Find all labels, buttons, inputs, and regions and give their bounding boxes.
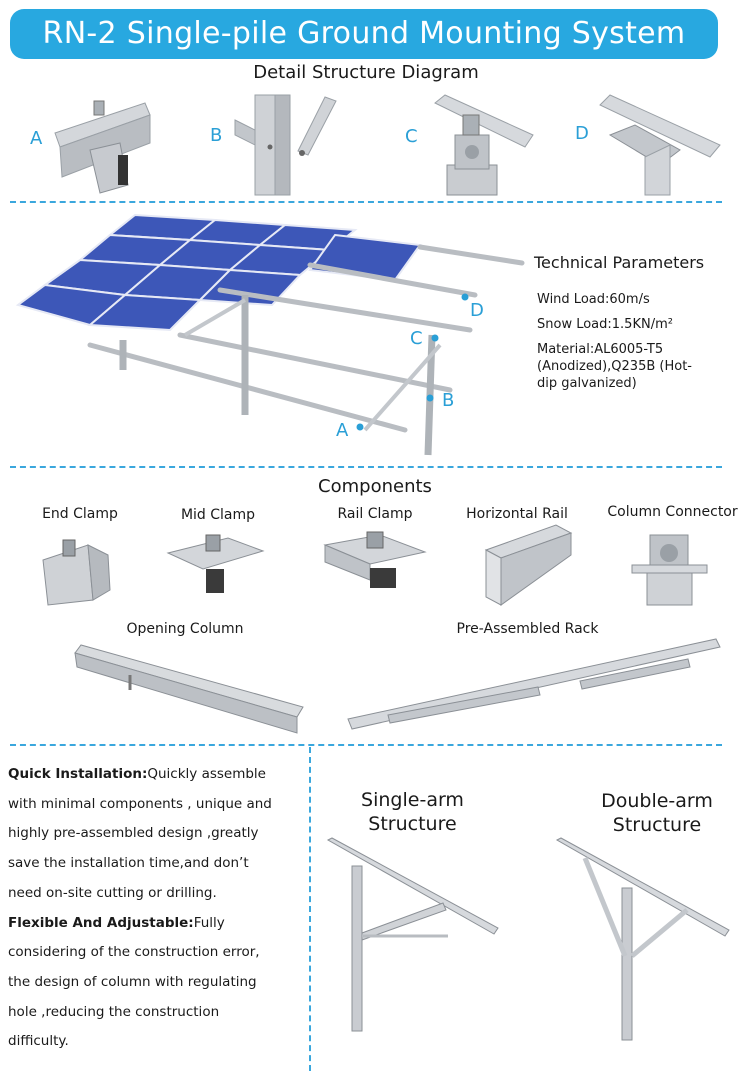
pre-assembled-rack-image xyxy=(347,638,721,730)
rack-label-b: B xyxy=(442,390,455,411)
detail-c-image xyxy=(434,94,534,196)
horizontal-rail-image xyxy=(484,524,573,606)
component-column-connector-label: Column Connector xyxy=(607,504,738,520)
divider-1 xyxy=(10,201,722,203)
component-end-clamp-label: End Clamp xyxy=(42,506,118,522)
detail-d-image xyxy=(599,94,721,196)
end-clamp-image xyxy=(42,539,111,606)
title-banner: RN-2 Single-pile Ground Mounting System xyxy=(10,9,718,59)
quick-installation-label: Quick Installation: xyxy=(8,766,148,782)
detail-label-c: C xyxy=(405,126,418,147)
tech-snow: Snow Load:1.5KN/m² xyxy=(537,317,673,332)
tech-material-2: (Anodized),Q235B (Hot- xyxy=(537,359,692,374)
rack-label-d: D xyxy=(470,300,484,321)
flex-line-2: considering of the construction error, xyxy=(8,944,260,961)
single-arm-line-2: Structure xyxy=(368,813,457,835)
opening-column-label: Opening Column xyxy=(126,621,244,637)
pre-assembled-rack-label: Pre-Assembled Rack xyxy=(456,621,599,637)
divider-3 xyxy=(10,744,722,746)
rack-diagram xyxy=(15,213,525,456)
component-horizontal-rail-label: Horizontal Rail xyxy=(466,506,568,522)
detail-a-image xyxy=(54,100,151,194)
single-arm-line-1: Single-arm xyxy=(361,789,464,811)
flexible-label: Flexible And Adjustable: xyxy=(8,914,194,931)
column-connector-image xyxy=(631,534,708,606)
flex-line-5: difficulty. xyxy=(8,1033,69,1050)
quick-line-5: need on-site cutting or drilling. xyxy=(8,884,217,901)
double-arm-structure-image xyxy=(555,837,730,1041)
detail-label-d: D xyxy=(575,123,589,144)
quick-line-4: save the installation time,and don’t xyxy=(8,855,249,872)
flex-line-1: Fully xyxy=(193,914,225,931)
tech-wind: Wind Load:60m/s xyxy=(537,292,650,307)
single-arm-structure-image xyxy=(326,837,499,1032)
tech-material-1: Material:AL6005-T5 xyxy=(537,342,664,357)
flex-line-4: hole ,reducing the construction xyxy=(8,1003,220,1020)
rack-label-c: C xyxy=(410,328,423,349)
components-heading: Components xyxy=(318,476,432,497)
quick-line-1: Quickly assemble xyxy=(147,766,266,782)
component-mid-clamp-label: Mid Clamp xyxy=(180,507,256,523)
divider-2 xyxy=(10,466,722,468)
rack-label-a: A xyxy=(336,420,349,441)
detail-heading: Detail Structure Diagram xyxy=(253,62,479,83)
tech-heading: Technical Parameters xyxy=(534,253,705,272)
tech-material-3: dip galvanized) xyxy=(537,376,637,391)
double-arm-line-2: Structure xyxy=(612,814,702,836)
single-arm-title: Single-arm Structure xyxy=(340,788,485,836)
double-arm-title: Double-arm Structure xyxy=(582,789,732,837)
flex-line-3: the design of column with regulating xyxy=(8,973,257,990)
page-title: RN-2 Single-pile Ground Mounting System xyxy=(42,16,686,51)
quick-line-3: highly pre-assembled design ,greatly xyxy=(8,825,259,842)
rail-clamp-image xyxy=(323,531,427,588)
detail-label-b: B xyxy=(210,125,223,146)
vertical-divider xyxy=(309,747,311,1071)
detail-label-a: A xyxy=(30,128,43,149)
opening-column-image xyxy=(74,644,304,734)
features-text: Quick Installation:Quickly assemble with… xyxy=(8,760,308,1057)
component-rail-clamp-label: Rail Clamp xyxy=(337,506,413,522)
double-arm-line-1: Double-arm xyxy=(601,790,713,812)
detail-b-image xyxy=(234,94,337,196)
mid-clamp-image xyxy=(166,534,265,593)
quick-line-2: with minimal components , unique and xyxy=(8,795,272,812)
